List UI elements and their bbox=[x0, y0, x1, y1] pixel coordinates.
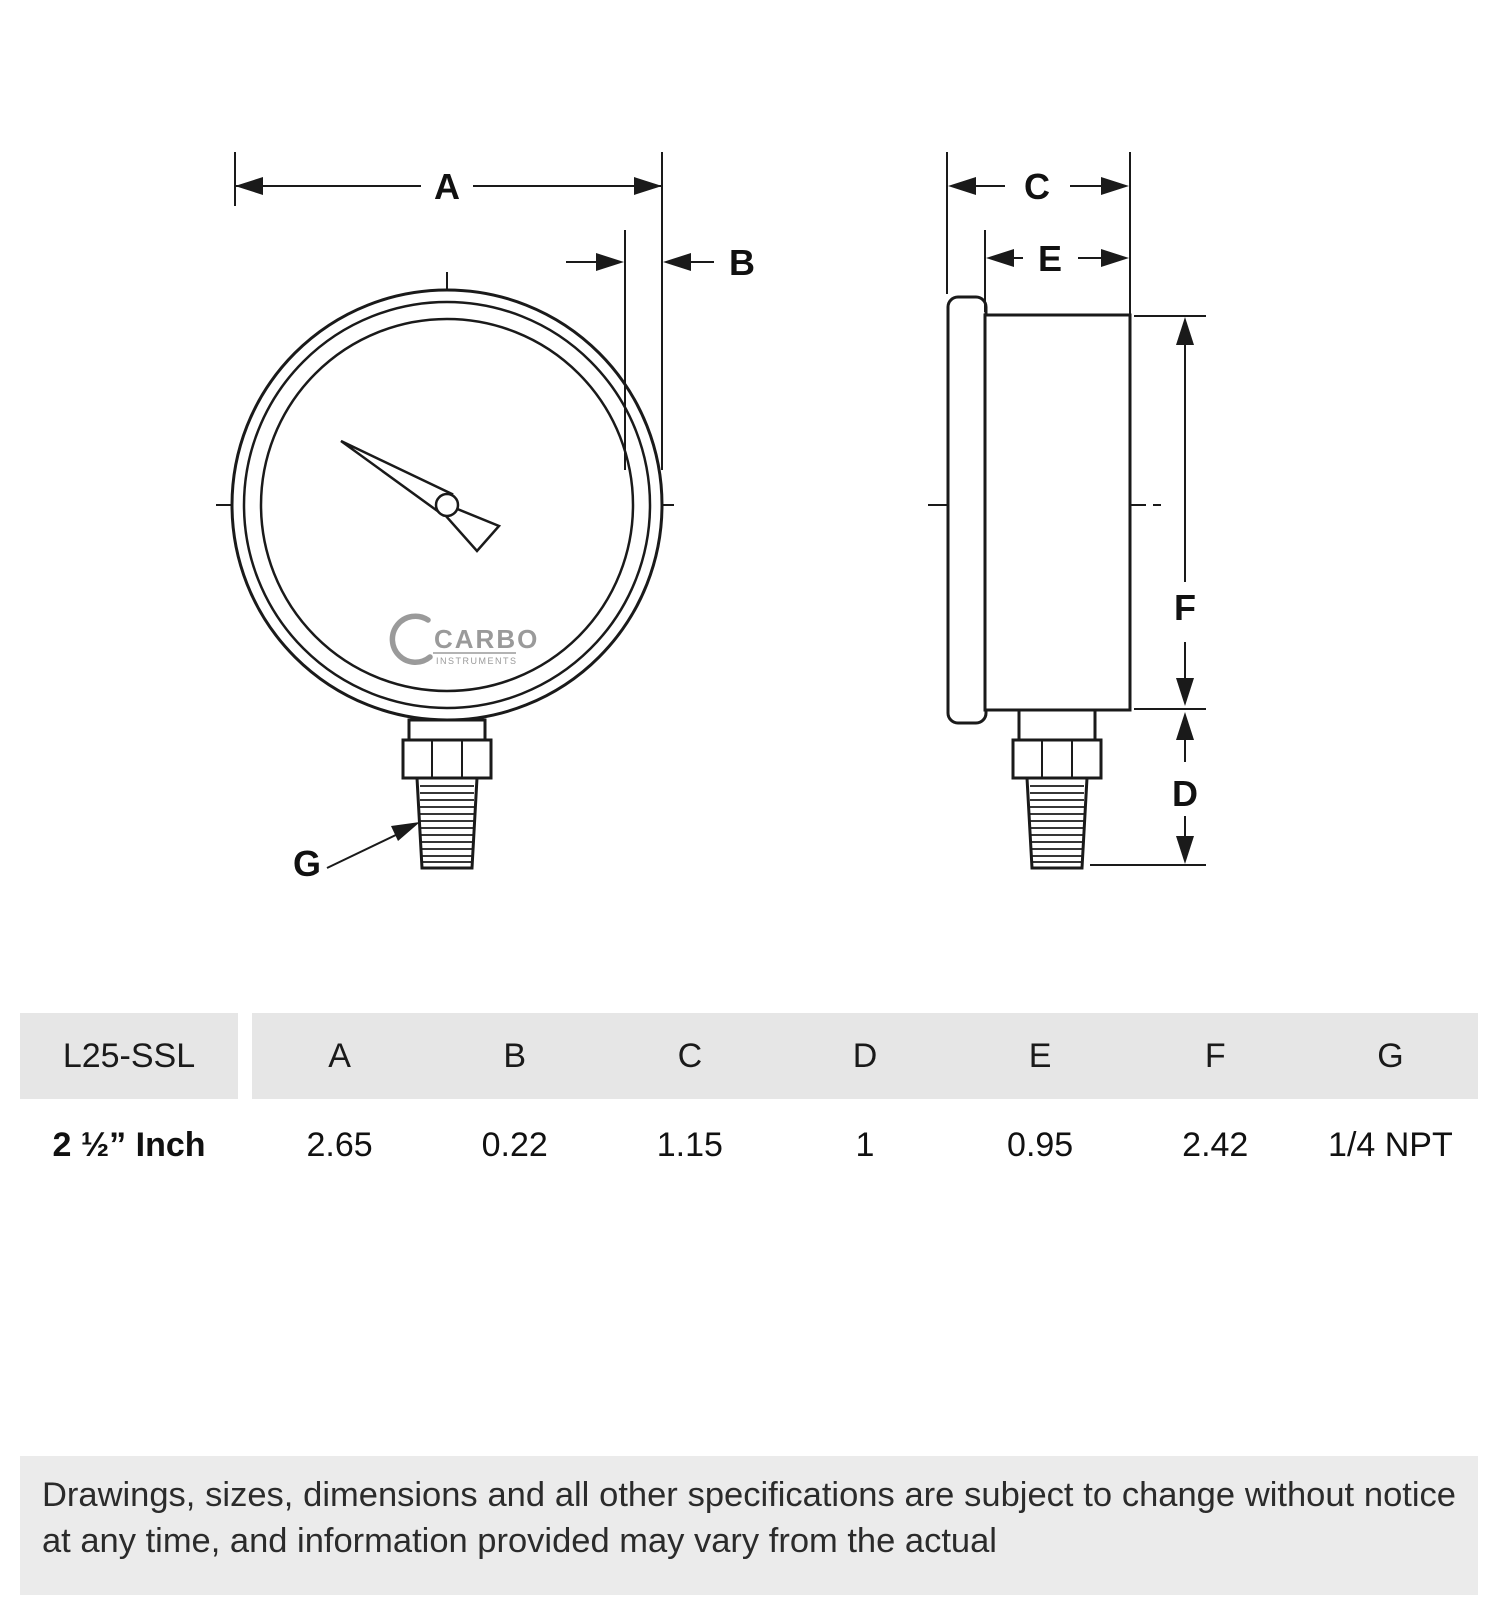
disclaimer-text: Drawings, sizes, dimensions and all othe… bbox=[20, 1456, 1478, 1595]
table-cell-c: 1.15 bbox=[656, 1125, 723, 1164]
gauge-side-view bbox=[928, 295, 1162, 870]
gauge-front-view: CARBO INSTRUMENTS bbox=[216, 272, 680, 870]
spec-table-header-row: L25-SSL A B C D E F G bbox=[20, 1013, 1478, 1099]
table-header-g: G bbox=[1302, 1013, 1478, 1099]
table-cell-g: 1/4 NPT bbox=[1328, 1125, 1453, 1164]
side-case-body bbox=[983, 313, 1132, 712]
dim-b-arrow-right bbox=[663, 253, 691, 271]
side-stem-neck bbox=[1017, 708, 1097, 742]
dim-f-arrow-top bbox=[1176, 317, 1194, 345]
front-stem-neck bbox=[407, 718, 487, 742]
dim-label-c: C bbox=[1024, 166, 1050, 207]
dim-d-arrow-bottom bbox=[1176, 836, 1194, 864]
table-header-a: A bbox=[252, 1013, 428, 1099]
table-cell-d: 1 bbox=[855, 1125, 875, 1164]
dim-a-arrow-right bbox=[634, 177, 662, 195]
side-thread-lines bbox=[1030, 785, 1084, 863]
gauge-technical-drawing: CARBO INSTRUMENTS A bbox=[216, 152, 1206, 884]
dim-d-arrow-top bbox=[1176, 712, 1194, 740]
front-stem-threads bbox=[415, 776, 479, 870]
dim-label-b: B bbox=[729, 242, 755, 283]
side-stem-threads bbox=[1025, 776, 1089, 870]
side-view-dimensions: C E F D bbox=[946, 152, 1206, 866]
dim-label-f: F bbox=[1174, 587, 1196, 628]
front-stem-hex bbox=[401, 738, 493, 780]
table-cell-e: 0.95 bbox=[1007, 1125, 1074, 1164]
gauge-dial-ring bbox=[259, 317, 635, 693]
dim-c-arrow-left bbox=[948, 177, 976, 195]
dim-g-arrow bbox=[391, 822, 420, 841]
side-front-flange bbox=[946, 295, 988, 725]
spec-table-data-row: 2 ½” Inch 2.65 0.22 1.15 1 0.95 2.42 1/4… bbox=[20, 1099, 1478, 1191]
carbo-logo-swirl-icon bbox=[389, 613, 433, 665]
dim-label-a: A bbox=[434, 166, 460, 207]
dim-label-d: D bbox=[1172, 773, 1198, 814]
table-cell-size: 2 ½” Inch bbox=[52, 1125, 206, 1164]
dim-a-arrow-left bbox=[235, 177, 263, 195]
table-header-b: B bbox=[427, 1013, 603, 1099]
table-header-f: F bbox=[1127, 1013, 1303, 1099]
carbo-logo-subtitle: INSTRUMENTS bbox=[436, 656, 518, 666]
carbo-logo: CARBO INSTRUMENTS bbox=[389, 613, 539, 666]
dim-label-e: E bbox=[1038, 238, 1062, 279]
front-thread-lines bbox=[420, 785, 474, 863]
table-cell-b: 0.22 bbox=[481, 1125, 548, 1164]
dim-label-g: G bbox=[293, 843, 321, 884]
gauge-needle-hub bbox=[434, 492, 460, 518]
dim-c-arrow-right bbox=[1101, 177, 1129, 195]
table-header-model: L25-SSL bbox=[20, 1013, 238, 1099]
table-cell-f: 2.42 bbox=[1182, 1125, 1249, 1164]
side-stem-hex bbox=[1011, 738, 1103, 780]
gauge-bezel-ring bbox=[242, 300, 652, 710]
dim-b-arrow-left bbox=[596, 253, 624, 271]
dim-e-arrow-right bbox=[1101, 249, 1129, 267]
carbo-logo-name: CARBO bbox=[434, 624, 539, 654]
table-header-d: D bbox=[777, 1013, 953, 1099]
table-header-c: C bbox=[602, 1013, 778, 1099]
dimension-spec-table: L25-SSL A B C D E F G 2 ½” Inch 2.65 0.2… bbox=[20, 1013, 1478, 1191]
table-header-e: E bbox=[952, 1013, 1128, 1099]
dim-f-arrow-bottom bbox=[1176, 678, 1194, 706]
table-header-divider bbox=[238, 1013, 252, 1099]
front-view-dimensions: A B G bbox=[234, 152, 755, 884]
dim-e-arrow-left bbox=[986, 249, 1014, 267]
table-cell-a: 2.65 bbox=[306, 1125, 373, 1164]
